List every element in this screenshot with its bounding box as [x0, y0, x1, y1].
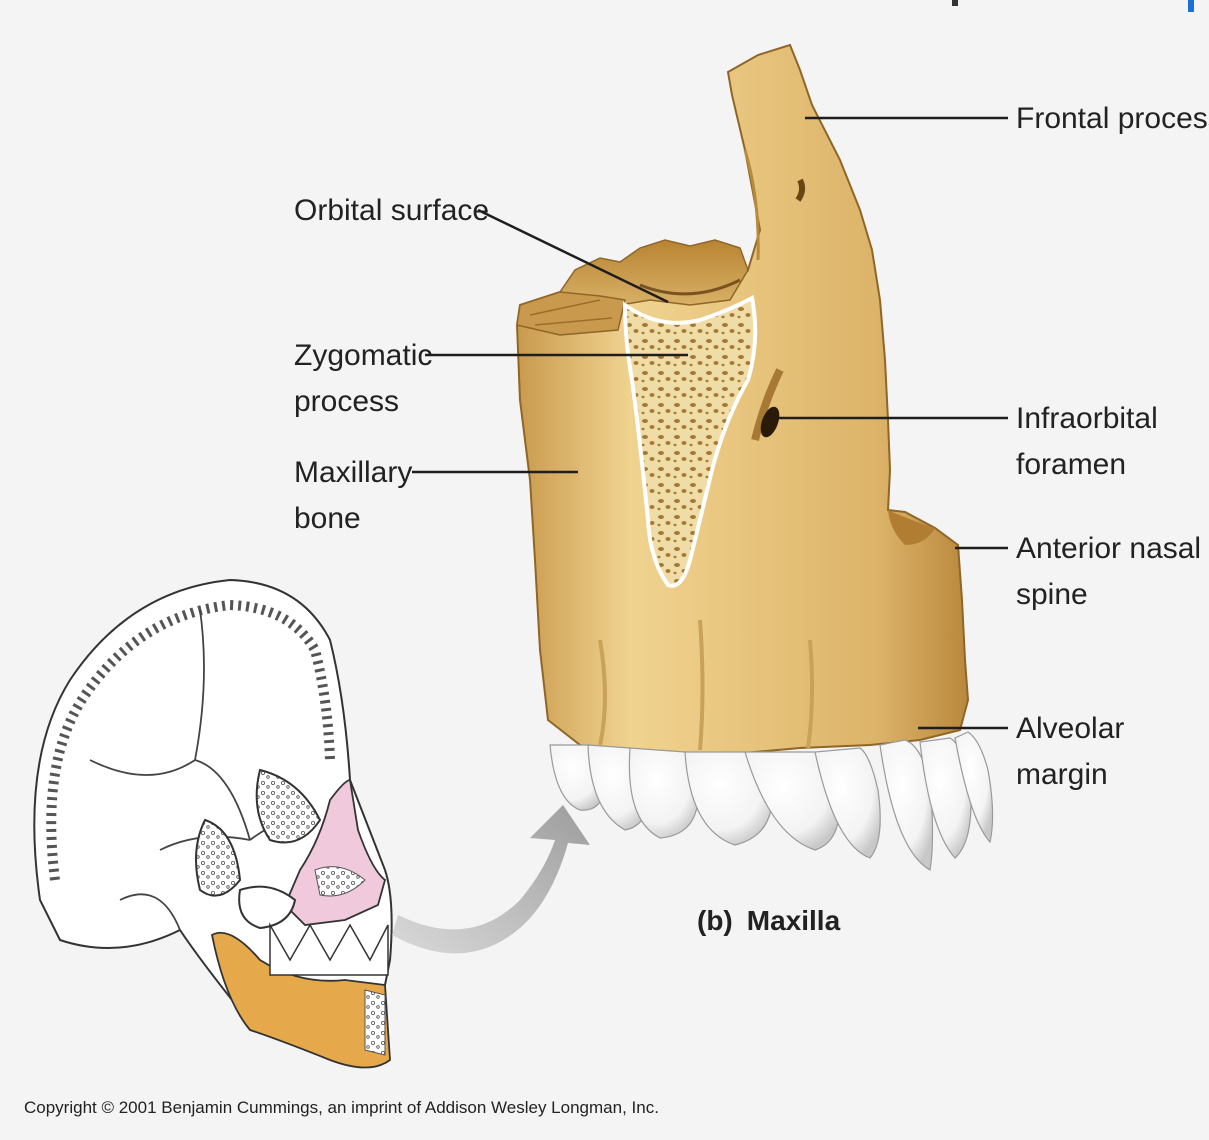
label-anterior-nasal-line1: Anterior nasal — [1016, 526, 1201, 572]
label-anterior-nasal-line2: spine — [1016, 572, 1201, 618]
cutoff-title-mark — [1188, 0, 1194, 12]
caption-name: Maxilla — [747, 905, 840, 936]
cutoff-glyph — [952, 0, 958, 6]
label-anterior-nasal-spine: Anterior nasal spine — [1016, 526, 1201, 618]
maxilla-bone — [517, 45, 968, 760]
label-frontal-process-text: Frontal process — [1016, 96, 1209, 142]
label-alveolar-line1: Alveolar — [1016, 706, 1124, 752]
caption-part: (b) — [697, 905, 733, 936]
label-orbital-surface: Orbital surface — [294, 188, 489, 234]
figure-caption: (b) Maxilla — [697, 905, 840, 937]
label-infraorbital-line2: foramen — [1016, 442, 1158, 488]
skull-diagram — [34, 580, 391, 1068]
label-maxillary-line1: Maxillary — [294, 450, 412, 496]
upper-teeth — [550, 732, 993, 870]
label-orbital-surface-text: Orbital surface — [294, 188, 489, 234]
arrow-icon — [392, 805, 590, 953]
label-infraorbital-line1: Infraorbital — [1016, 396, 1158, 442]
label-infraorbital-foramen: Infraorbital foramen — [1016, 396, 1158, 488]
copyright-notice: Copyright © 2001 Benjamin Cummings, an i… — [24, 1098, 659, 1118]
label-zygomatic-process: Zygomatic process — [294, 333, 432, 425]
label-maxillary-line2: bone — [294, 496, 412, 542]
label-maxillary-bone: Maxillary bone — [294, 450, 412, 542]
label-frontal-process: Frontal process — [1016, 96, 1209, 142]
label-alveolar-line2: margin — [1016, 752, 1124, 798]
label-zygomatic-line1: Zygomatic — [294, 333, 432, 379]
label-alveolar-margin: Alveolar margin — [1016, 706, 1124, 798]
label-zygomatic-line2: process — [294, 379, 432, 425]
